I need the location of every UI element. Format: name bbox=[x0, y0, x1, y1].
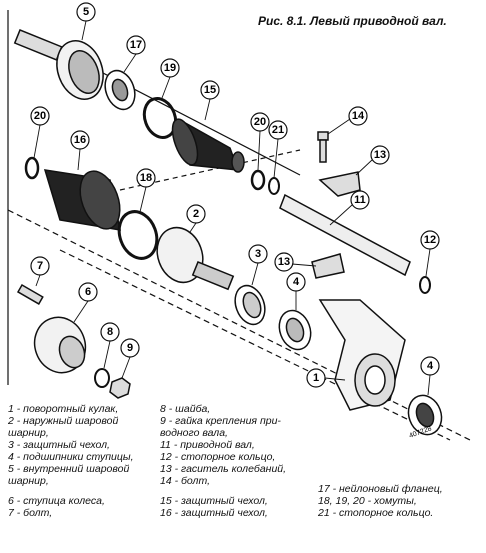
legend-item: 6 - ступица колеса, bbox=[8, 495, 105, 507]
legend-item: шарнир, bbox=[8, 475, 49, 487]
callout-label-13b: 13 bbox=[278, 256, 290, 268]
callout-label-16: 16 bbox=[74, 134, 86, 146]
clamp-18 bbox=[117, 210, 159, 260]
protective-boot-3 bbox=[234, 284, 266, 326]
legend-item: 7 - болт, bbox=[8, 507, 53, 519]
callout-label-2: 2 bbox=[193, 208, 199, 220]
callout-label-20b: 20 bbox=[34, 110, 46, 122]
washer bbox=[94, 368, 110, 388]
legend-item: 18, 19, 20 - хомуты, bbox=[318, 495, 417, 507]
legend-item: 9 - гайка крепления при- bbox=[160, 415, 281, 427]
legend-item: 12 - стопорное кольцо, bbox=[160, 451, 276, 463]
callout-label-21: 21 bbox=[272, 124, 284, 136]
legend-item: 16 - защитный чехол, bbox=[160, 507, 268, 519]
hub-bearing-upper bbox=[278, 309, 312, 351]
callout-label-4a: 4 bbox=[293, 276, 300, 288]
legend-item: 8 - шайба, bbox=[160, 403, 211, 415]
bolt-14 bbox=[317, 131, 329, 163]
protective-boot-16 bbox=[43, 169, 121, 231]
bolt-7 bbox=[16, 283, 44, 305]
drive-shaft-nut bbox=[109, 377, 131, 399]
retaining-ring-12 bbox=[419, 276, 431, 294]
legend-item: шарнир, bbox=[8, 427, 49, 439]
vibration-damper-bottom bbox=[311, 253, 345, 279]
nylon-flange bbox=[104, 69, 136, 111]
clamp-20-left bbox=[24, 156, 40, 180]
callout-label-18: 18 bbox=[140, 172, 152, 184]
clamp-20-top bbox=[250, 169, 266, 191]
legend-item: 11 - приводной вал, bbox=[160, 439, 255, 451]
retaining-ring-21 bbox=[268, 177, 280, 195]
callout-label-3: 3 bbox=[255, 248, 261, 260]
legend-item: 15 - защитный чехол, bbox=[160, 495, 268, 507]
callout-label-19: 19 bbox=[164, 62, 176, 74]
callout-13b bbox=[274, 252, 294, 272]
wheel-hub bbox=[33, 316, 87, 374]
legend-item: 21 - стопорное кольцо. bbox=[318, 507, 434, 519]
callout-label-12: 12 bbox=[424, 234, 436, 246]
callout-label-8: 8 bbox=[107, 326, 113, 338]
steering-knuckle bbox=[318, 299, 406, 411]
legend-item: 14 - болт, bbox=[160, 475, 210, 487]
callout-label-11: 11 bbox=[354, 194, 366, 206]
legend-item: 13 - гаситель колебаний, bbox=[160, 463, 287, 475]
callout-label-17: 17 bbox=[130, 39, 142, 51]
leader-lines bbox=[33, 20, 431, 396]
legend-item: 3 - защитный чехол, bbox=[8, 439, 110, 451]
clamp-19 bbox=[142, 97, 178, 139]
legend-item: 2 - наружный шаровой bbox=[8, 415, 119, 427]
callout-label-20a: 20 bbox=[254, 116, 266, 128]
callout-label-7: 7 bbox=[37, 260, 43, 272]
legend-item: водного вала, bbox=[160, 427, 228, 439]
callout-label-9: 9 bbox=[127, 342, 133, 354]
figure-caption: Рис. 8.1. Левый приводной вал. bbox=[258, 14, 447, 28]
legend-item: 5 - внутренний шаровой bbox=[8, 463, 130, 475]
legend-item: 4 - подшипники ступицы, bbox=[8, 451, 134, 463]
outer-cv-joint bbox=[156, 226, 235, 291]
callout-11 bbox=[350, 190, 370, 210]
legend-item: 17 - нейлоновый фланец, bbox=[318, 483, 443, 495]
callout-14 bbox=[348, 106, 368, 126]
drive-shaft bbox=[279, 193, 411, 277]
inner-cv-joint bbox=[13, 29, 104, 100]
callout-label-13a: 13 bbox=[374, 149, 386, 161]
vibration-damper-top bbox=[318, 171, 361, 197]
legend-item: 1 - поворотный кулак, bbox=[8, 403, 119, 415]
callout-label-4b: 4 bbox=[427, 360, 434, 372]
callout-13a bbox=[370, 145, 390, 165]
callout-label-5: 5 bbox=[83, 6, 89, 18]
hub-bearing-lower bbox=[407, 394, 443, 436]
protective-boot-15 bbox=[171, 118, 245, 173]
callout-label-15: 15 bbox=[204, 84, 216, 96]
callout-label-1: 1 bbox=[313, 372, 319, 384]
callout-label-14: 14 bbox=[352, 110, 365, 122]
callout-label-6: 6 bbox=[85, 286, 91, 298]
